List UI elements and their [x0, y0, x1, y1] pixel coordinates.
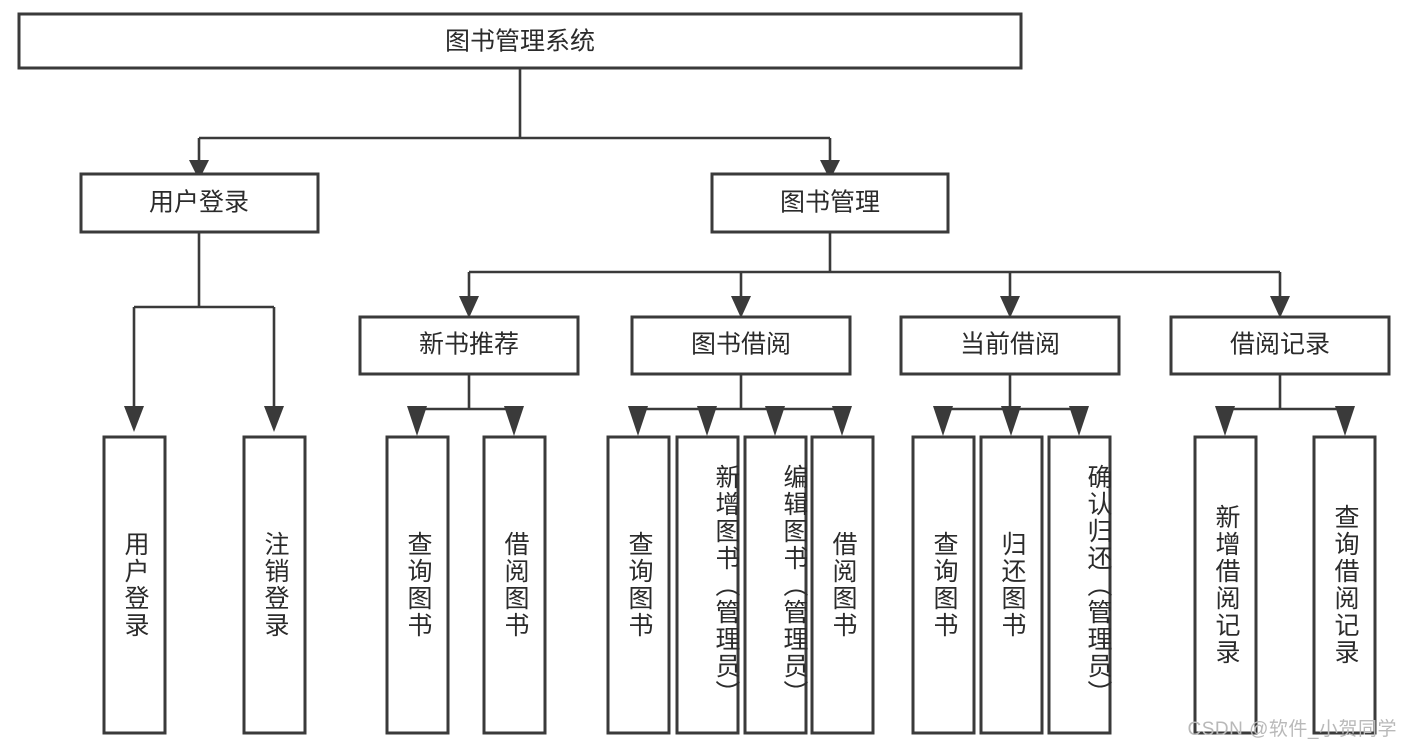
arrowhead-newbook-leaf-2: [504, 406, 524, 436]
leaf-box-currentborrow-query-book[interactable]: [911, 435, 976, 735]
arrowheads-layer: [124, 160, 1355, 436]
arrowhead-to-current-borrow: [1000, 296, 1020, 318]
node-new-book-recommend-box[interactable]: [358, 315, 580, 376]
arrowhead-bookborrow-leaf-2: [697, 406, 717, 436]
node-root-label: 图书管理系统: [445, 28, 595, 56]
arrowhead-bookborrow-leaf-4: [832, 406, 852, 436]
node-user-login-box[interactable]: [79, 172, 320, 234]
leaf-box-logout[interactable]: [242, 435, 307, 735]
arrowhead-to-leaf-user-login: [124, 406, 144, 432]
node-root-box[interactable]: [17, 12, 1023, 70]
arrowhead-to-book-mgmt: [820, 160, 840, 180]
nodes-layer: 图书管理系统 用户登录 图书管理 新书推荐 图书借阅 当前借阅 借阅记录: [17, 12, 1391, 735]
node-book-borrow-label: 图书借阅: [691, 331, 791, 359]
leaf-box-bookborrow-add-book[interactable]: [675, 435, 740, 735]
arrowhead-newbook-leaf-1: [407, 406, 427, 436]
leaf-box-newbook-borrow-book[interactable]: [482, 435, 547, 735]
node-current-borrow-label: 当前借阅: [960, 331, 1060, 359]
node-new-book-recommend-label: 新书推荐: [419, 331, 519, 359]
node-user-login-label: 用户登录: [149, 189, 249, 217]
node-borrow-record-box[interactable]: [1169, 315, 1391, 376]
arrowhead-borrowrecord-leaf-2: [1335, 406, 1355, 436]
arrowhead-bookborrow-leaf-3: [765, 406, 785, 436]
arrowhead-borrowrecord-leaf-1: [1215, 406, 1235, 436]
node-book-borrow-box[interactable]: [630, 315, 852, 376]
arrowhead-to-borrow-record: [1270, 296, 1290, 318]
arrowhead-to-leaf-logout: [264, 406, 284, 432]
leaf-box-bookborrow-borrow-book[interactable]: [810, 435, 875, 735]
node-borrow-record-label: 借阅记录: [1230, 331, 1330, 359]
node-book-management-label: 图书管理: [780, 189, 880, 217]
arrowhead-currentborrow-leaf-3: [1069, 406, 1089, 436]
leaf-box-newbook-query-book[interactable]: [385, 435, 450, 735]
arrowhead-to-book-borrow: [731, 296, 751, 318]
leaf-box-user-login[interactable]: [102, 435, 167, 735]
watermark-text: CSDN @软件_小贺同学: [1187, 719, 1397, 740]
node-book-management-box[interactable]: [710, 172, 950, 234]
leaf-box-currentborrow-return-book[interactable]: [979, 435, 1044, 735]
arrowhead-to-user-login: [189, 160, 209, 180]
leaf-box-borrowrecord-query-record[interactable]: [1312, 435, 1377, 735]
leaf-box-bookborrow-query-book[interactable]: [606, 435, 671, 735]
leaf-box-currentborrow-confirm-return[interactable]: [1047, 435, 1112, 735]
arrowhead-to-new-book: [459, 296, 479, 318]
leaf-box-borrowrecord-add-record[interactable]: [1193, 435, 1258, 735]
node-current-borrow-box[interactable]: [899, 315, 1121, 376]
leaf-box-bookborrow-edit-book[interactable]: [743, 435, 808, 735]
arrowhead-bookborrow-leaf-1: [628, 406, 648, 436]
arrowhead-currentborrow-leaf-2: [1001, 406, 1021, 436]
arrowhead-currentborrow-leaf-1: [933, 406, 953, 436]
